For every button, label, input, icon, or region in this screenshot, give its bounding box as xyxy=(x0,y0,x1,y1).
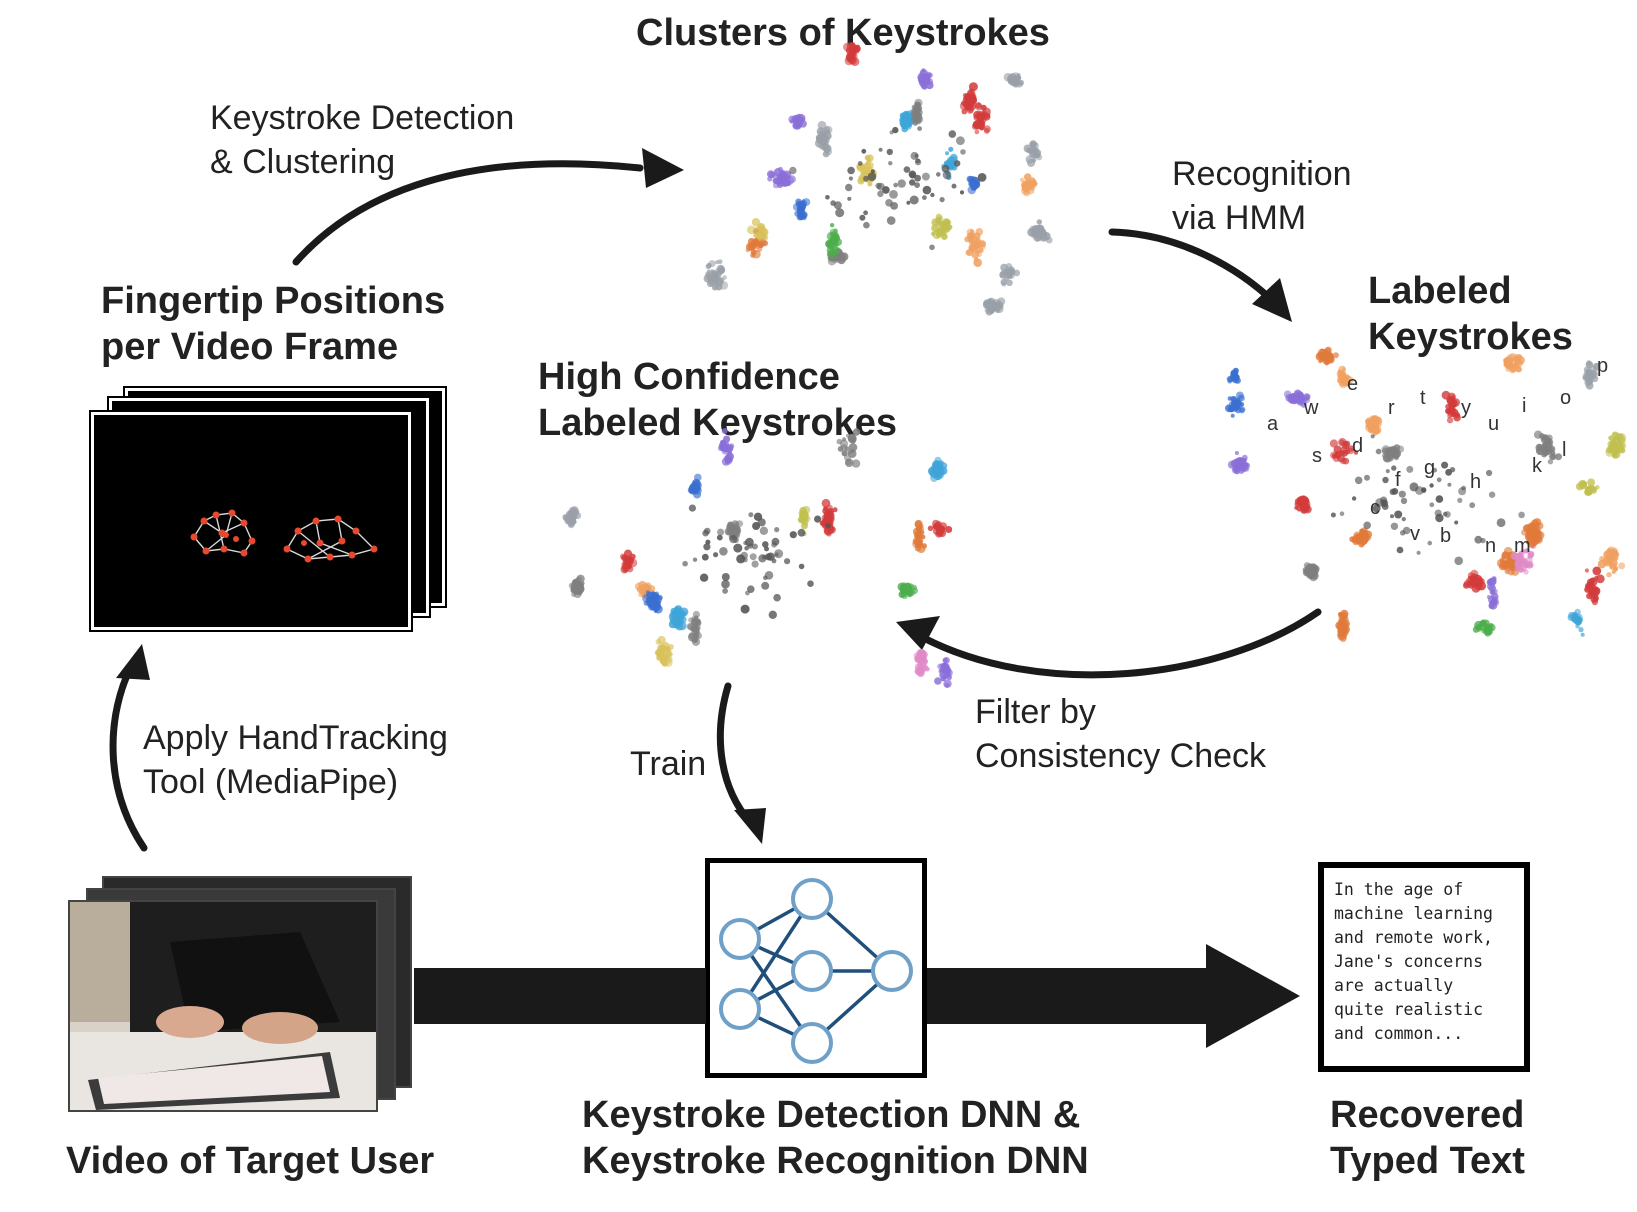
filter-arrowhead xyxy=(896,616,940,650)
labeled-title-line1: Labeled xyxy=(1368,270,1512,312)
handtracking-arrow xyxy=(109,660,148,852)
handtracking-arrowhead xyxy=(116,644,150,680)
dnn-title-line1: Keystroke Detection DNN & xyxy=(582,1094,1081,1136)
key-letter-h: h xyxy=(1470,471,1481,493)
hand-points xyxy=(190,509,378,563)
video-thumbnail xyxy=(70,902,376,1110)
flow-bar-left xyxy=(414,968,706,1024)
key-letter-g: g xyxy=(1424,457,1435,479)
neural-network-icon xyxy=(719,878,913,1064)
detection-arrowhead xyxy=(642,148,684,188)
fingertip-title-line2: per Video Frame xyxy=(101,326,399,368)
filter-arrow xyxy=(916,608,1322,679)
high-confidence-scatter xyxy=(562,428,953,688)
key-letter-m: m xyxy=(1514,535,1531,557)
recovered-title-line2: Typed Text xyxy=(1330,1140,1525,1182)
recognition-arrow xyxy=(1108,228,1282,310)
recovered-text: In the age of machine learning and remot… xyxy=(1334,880,1493,1043)
dnn-box xyxy=(705,858,927,1078)
handtracking-line1: Apply HandTracking xyxy=(143,719,448,757)
handtracking-step-label: Apply HandTracking Tool (MediaPipe) xyxy=(143,716,448,804)
detection-line1: Keystroke Detection xyxy=(210,99,515,137)
filter-line1: Filter by xyxy=(975,693,1096,731)
video-title-text: Video of Target User xyxy=(66,1140,435,1182)
fingertip-title-line1: Fingertip Positions xyxy=(101,280,446,322)
recognition-arrowhead xyxy=(1252,278,1292,322)
key-letter-r: r xyxy=(1388,397,1395,419)
clusters-title: Clusters of Keystrokes xyxy=(636,10,1050,56)
fingertip-frame-front xyxy=(91,412,411,630)
key-letter-s: s xyxy=(1312,445,1322,467)
key-letter-b: b xyxy=(1440,525,1451,547)
dnn-title-line2: Keystroke Recognition DNN xyxy=(582,1140,1089,1182)
key-letter-y: y xyxy=(1461,397,1471,419)
labeled-title-line2: Keystrokes xyxy=(1368,316,1573,358)
key-letter-l: l xyxy=(1562,439,1566,461)
key-letter-w: w xyxy=(1303,397,1319,419)
key-letter-f: f xyxy=(1395,469,1401,491)
key-letter-n: n xyxy=(1485,535,1496,557)
flow-bar-right xyxy=(927,968,1207,1024)
key-letter-e: e xyxy=(1347,373,1358,395)
train-text: Train xyxy=(630,745,707,783)
key-letter-k: k xyxy=(1532,455,1543,477)
recognition-line2: via HMM xyxy=(1172,199,1307,237)
high-confidence-title-line2: Labeled Keystrokes xyxy=(538,402,898,444)
key-letter-o: o xyxy=(1560,387,1571,409)
filter-line2: Consistency Check xyxy=(975,737,1267,775)
key-letter-u: u xyxy=(1488,413,1499,435)
flow-arrowhead xyxy=(1206,944,1300,1048)
key-letter-c: c xyxy=(1370,497,1380,519)
detection-step-label: Keystroke Detection & Clustering xyxy=(210,96,514,184)
high-confidence-title: High Confidence Labeled Keystrokes xyxy=(538,354,897,446)
recovered-text-box: In the age of machine learning and remot… xyxy=(1318,862,1530,1072)
train-step-label: Train xyxy=(630,742,706,786)
train-arrowhead xyxy=(734,808,766,844)
key-letter-i: i xyxy=(1522,395,1526,417)
recovered-title-line1: Recovered xyxy=(1330,1094,1525,1136)
video-title: Video of Target User xyxy=(66,1138,434,1184)
dnn-title: Keystroke Detection DNN & Keystroke Reco… xyxy=(582,1092,1089,1184)
key-letter-v: v xyxy=(1410,523,1420,545)
clusters-scatter xyxy=(703,42,1053,316)
hand-landmarks-icon xyxy=(190,509,378,563)
key-letter-a: a xyxy=(1267,413,1279,435)
recognition-line1: Recognition xyxy=(1172,155,1352,193)
handtracking-line2: Tool (MediaPipe) xyxy=(143,763,399,801)
recognition-step-label: Recognition via HMM xyxy=(1172,152,1352,240)
fingertip-title: Fingertip Positions per Video Frame xyxy=(101,278,445,370)
detection-arrow xyxy=(292,160,644,266)
key-letter-d: d xyxy=(1352,435,1363,457)
detection-line2: & Clustering xyxy=(210,143,396,181)
filter-step-label: Filter by Consistency Check xyxy=(975,690,1266,778)
recovered-title: Recovered Typed Text xyxy=(1330,1092,1525,1184)
clusters-title-text: Clusters of Keystrokes xyxy=(636,12,1050,54)
video-frame-front xyxy=(68,900,378,1112)
key-letter-t: t xyxy=(1420,387,1426,409)
labeled-keystrokes-title: Labeled Keystrokes xyxy=(1368,268,1573,360)
key-letter-p: p xyxy=(1597,355,1608,377)
high-confidence-title-line1: High Confidence xyxy=(538,356,840,398)
